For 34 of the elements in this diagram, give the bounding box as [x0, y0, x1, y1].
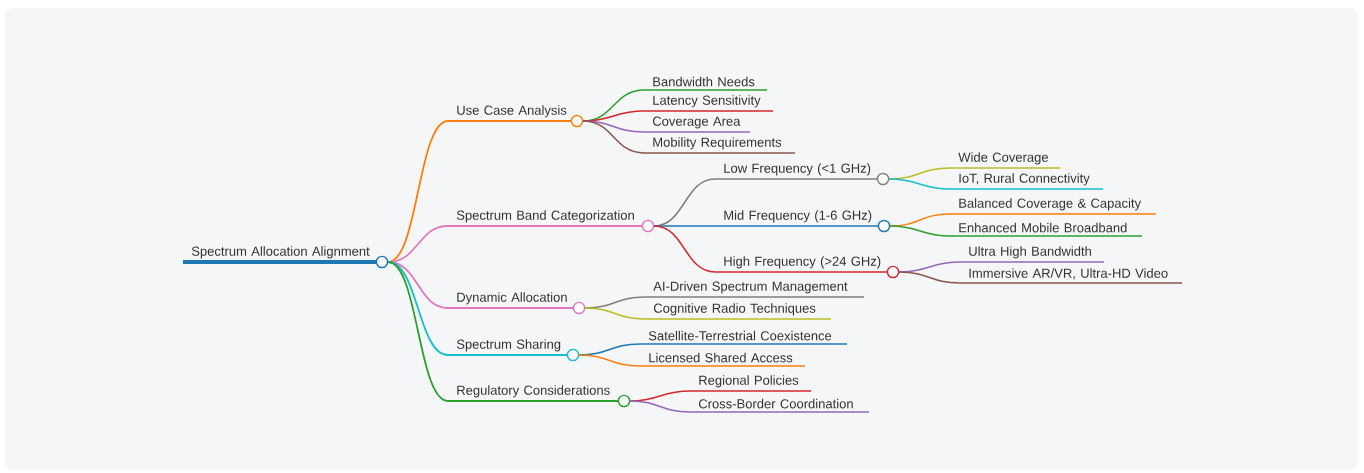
branch-curve: [653, 225, 716, 273]
branch-label: Use Case Analysis: [448, 105, 584, 128]
branch-label: Spectrum Band Categorization: [448, 210, 655, 233]
branch-label: Cognitive Radio Techniques: [644, 303, 832, 320]
branch-label: Balanced Coverage & Capacity: [949, 198, 1157, 215]
branch-label: Enhanced Mobile Broadband: [949, 222, 1143, 237]
branch-label: Mid Frequency (1-6 GHz): [714, 210, 891, 233]
branch-label: IoT, Rural Connectivity: [949, 173, 1104, 190]
branch-label: Regulatory Considerations: [448, 385, 631, 408]
branch-label: Mobility Requirements: [643, 137, 796, 154]
branch-curve: [629, 400, 691, 413]
branch-label: Regional Policies: [689, 375, 812, 392]
branch-curve: [387, 261, 449, 402]
branch-curve: [584, 307, 646, 320]
branch-label: Licensed Shared Access: [639, 352, 806, 367]
branch-label: AI-Driven Spectrum Management: [644, 281, 865, 298]
branch-label: Bandwidth Needs: [643, 76, 768, 91]
branch-curve: [888, 178, 951, 190]
branch-curve: [898, 271, 961, 284]
branch-label: Wide Coverage: [949, 152, 1061, 169]
branch-label: High Frequency (>24 GHz): [714, 256, 900, 279]
branch-label: Immersive AR/VR, Ultra-HD Video: [959, 268, 1183, 284]
branch-label: Dynamic Allocation: [448, 292, 586, 315]
branch-curve: [578, 354, 641, 367]
branch-curve: [889, 225, 951, 237]
branch-label: Spectrum Sharing: [448, 339, 580, 362]
branch-curve: [582, 120, 645, 154]
branch-label: Spectrum Allocation Alignment: [183, 246, 389, 269]
branch-label: Ultra High Bandwidth: [959, 246, 1105, 263]
branch-label: Satellite-Terrestrial Coexistence: [639, 330, 848, 345]
branch-label: Coverage Area: [643, 116, 751, 133]
branch-label: Low Frequency (<1 GHz): [714, 163, 890, 186]
branch-label: Latency Sensitivity: [643, 95, 774, 112]
branch-label: Cross-Border Coordination: [689, 398, 870, 413]
